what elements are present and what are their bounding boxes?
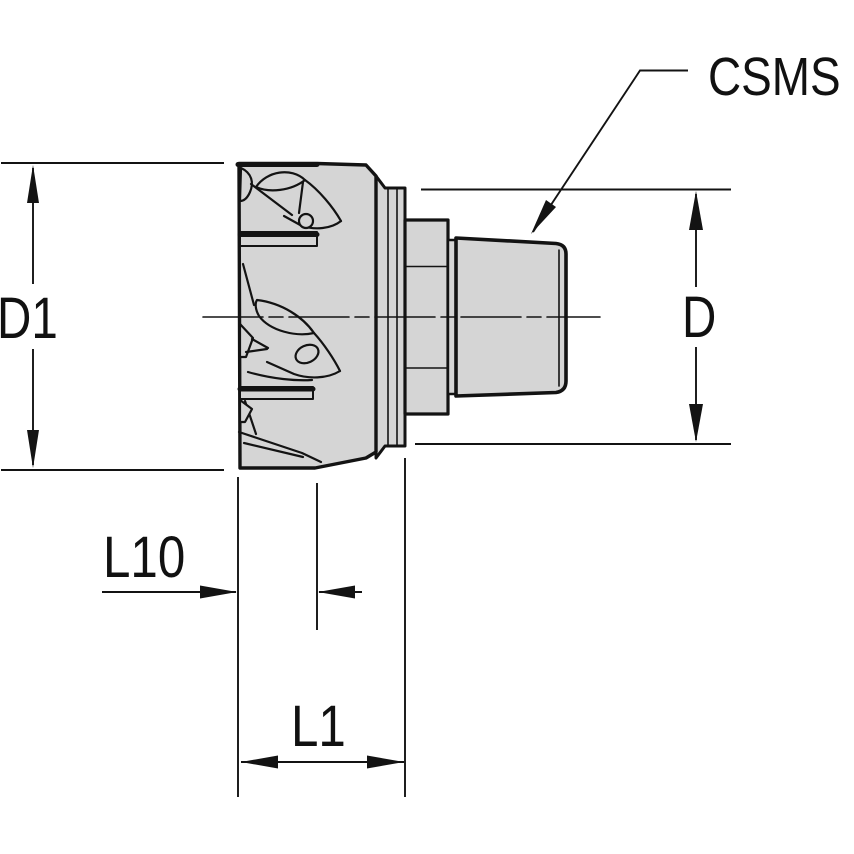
dimension-lines [1, 69, 731, 797]
label-csms: CSMS [708, 47, 841, 107]
dimension-d1 [1, 162, 224, 471]
insert-screw-hole [297, 212, 315, 230]
middle-insert [237, 262, 342, 400]
label-l10: L10 [103, 525, 185, 590]
arrowhead-right [367, 755, 404, 769]
arrowhead-up [27, 165, 39, 203]
arrowhead-left [241, 755, 278, 769]
arrowhead-right [200, 585, 237, 599]
insert-screw-hole [294, 343, 320, 365]
label-l1: L1 [291, 694, 346, 759]
arrowhead-leader [531, 200, 556, 234]
dimension-d [415, 188, 731, 445]
csms-leader [531, 69, 688, 234]
arrowhead-left [318, 585, 355, 599]
bottom-insert [237, 398, 323, 464]
arrowhead-down [27, 430, 39, 468]
tool-geometry [202, 161, 601, 470]
dimension-l10 [102, 477, 362, 797]
label-d: D [682, 286, 716, 351]
arrowhead-down [689, 404, 703, 442]
arrowhead-up [689, 191, 703, 230]
label-d1: D1 [0, 287, 58, 352]
dimension-l1 [241, 458, 406, 797]
top-insert [237, 166, 343, 247]
